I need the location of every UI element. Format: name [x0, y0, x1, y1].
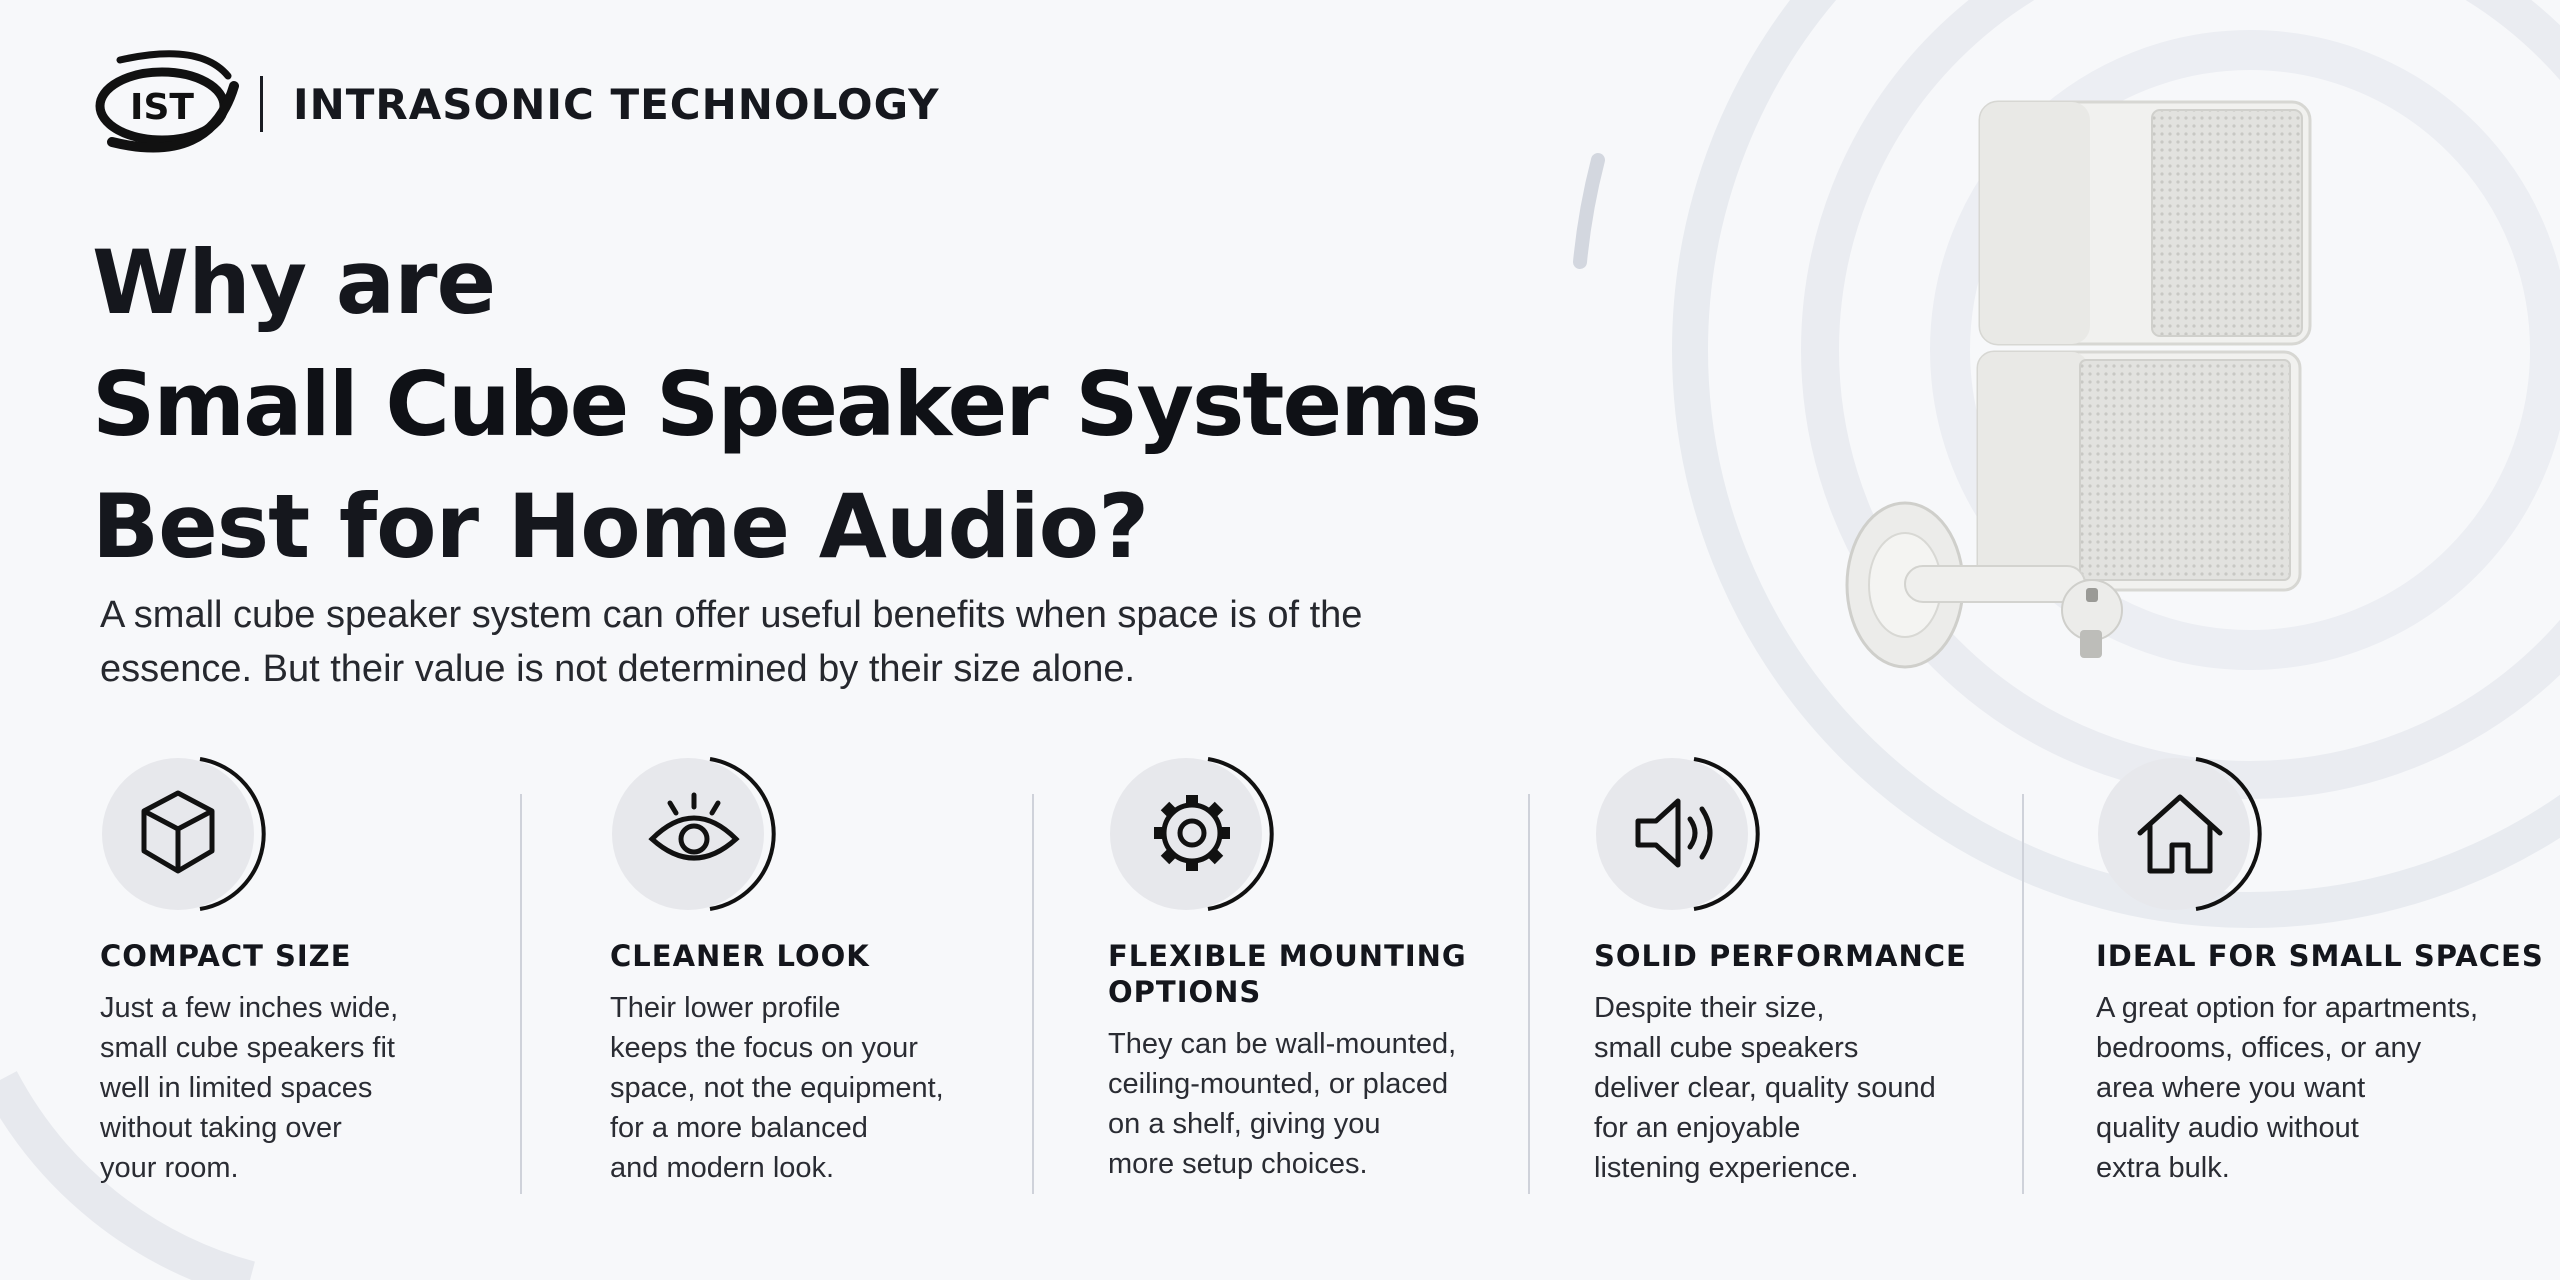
- icon-ring: [612, 757, 776, 911]
- feature-flexible-mounting: FLEXIBLE MOUNTING OPTIONS They can be wa…: [1108, 754, 1528, 1184]
- brand-header: IST INTRASONIC TECHNOLOGY: [90, 46, 940, 162]
- feature-solid-performance: SOLID PERFORMANCE Despite their size, sm…: [1594, 754, 1967, 1188]
- feature-title: CLEANER LOOK: [610, 939, 870, 973]
- feature-icon-badge: [1108, 754, 1278, 914]
- cube-icon: [141, 790, 215, 874]
- ist-logo-icon: IST: [95, 50, 239, 153]
- feature-compact-size: COMPACT SIZE Just a few inches wide, sma…: [100, 754, 398, 1188]
- brand-separator: [260, 76, 263, 132]
- home-icon: [2137, 794, 2223, 874]
- headline-line-1: Why are: [92, 231, 496, 334]
- feature-divider: [520, 794, 522, 1194]
- feature-cleaner-look: CLEANER LOOK Their lower profile keeps t…: [610, 754, 944, 1188]
- brand-name: INTRASONIC TECHNOLOGY: [293, 79, 940, 129]
- feature-ideal-small-spaces: IDEAL FOR SMALL SPACES A great option fo…: [2096, 754, 2544, 1188]
- features-section: COMPACT SIZE Just a few inches wide, sma…: [0, 754, 2560, 1214]
- feature-title: IDEAL FOR SMALL SPACES: [2096, 939, 2544, 973]
- icon-ring: [1596, 757, 1760, 911]
- feature-description: Their lower profile keeps the focus on y…: [610, 992, 944, 1184]
- feature-description: They can be wall-mounted, ceiling-mounte…: [1108, 1028, 1457, 1180]
- feature-divider: [2022, 794, 2024, 1194]
- feature-icon-badge: [100, 754, 270, 914]
- headline-line-2: Small Cube Speaker Systems: [92, 353, 1482, 456]
- page-title: Why are Small Cube Speaker Systems Best …: [92, 222, 1632, 588]
- feature-icon-badge: [1594, 754, 1764, 914]
- feature-description: Just a few inches wide, small cube speak…: [100, 992, 399, 1184]
- speaker-volume-icon: [1635, 798, 1713, 868]
- feature-icon-badge: [610, 754, 780, 914]
- cube-speaker-illustration: [1845, 100, 2312, 669]
- feature-divider: [1528, 794, 1530, 1194]
- intro-paragraph: A small cube speaker system can offer us…: [100, 594, 1363, 690]
- feature-description: A great option for apartments, bedrooms,…: [2096, 992, 2479, 1184]
- feature-icon-badge: [2096, 754, 2266, 914]
- feature-title: FLEXIBLE MOUNTING OPTIONS: [1108, 939, 1467, 1009]
- feature-title: COMPACT SIZE: [100, 939, 352, 973]
- eye-icon: [648, 792, 740, 861]
- feature-title: SOLID PERFORMANCE: [1594, 939, 1967, 973]
- feature-description: Despite their size, small cube speakers …: [1594, 992, 1936, 1184]
- headline-line-3: Best for Home Audio?: [92, 475, 1149, 578]
- feature-divider: [1032, 794, 1034, 1194]
- svg-text:IST: IST: [130, 87, 194, 128]
- gear-icon: [1154, 795, 1230, 871]
